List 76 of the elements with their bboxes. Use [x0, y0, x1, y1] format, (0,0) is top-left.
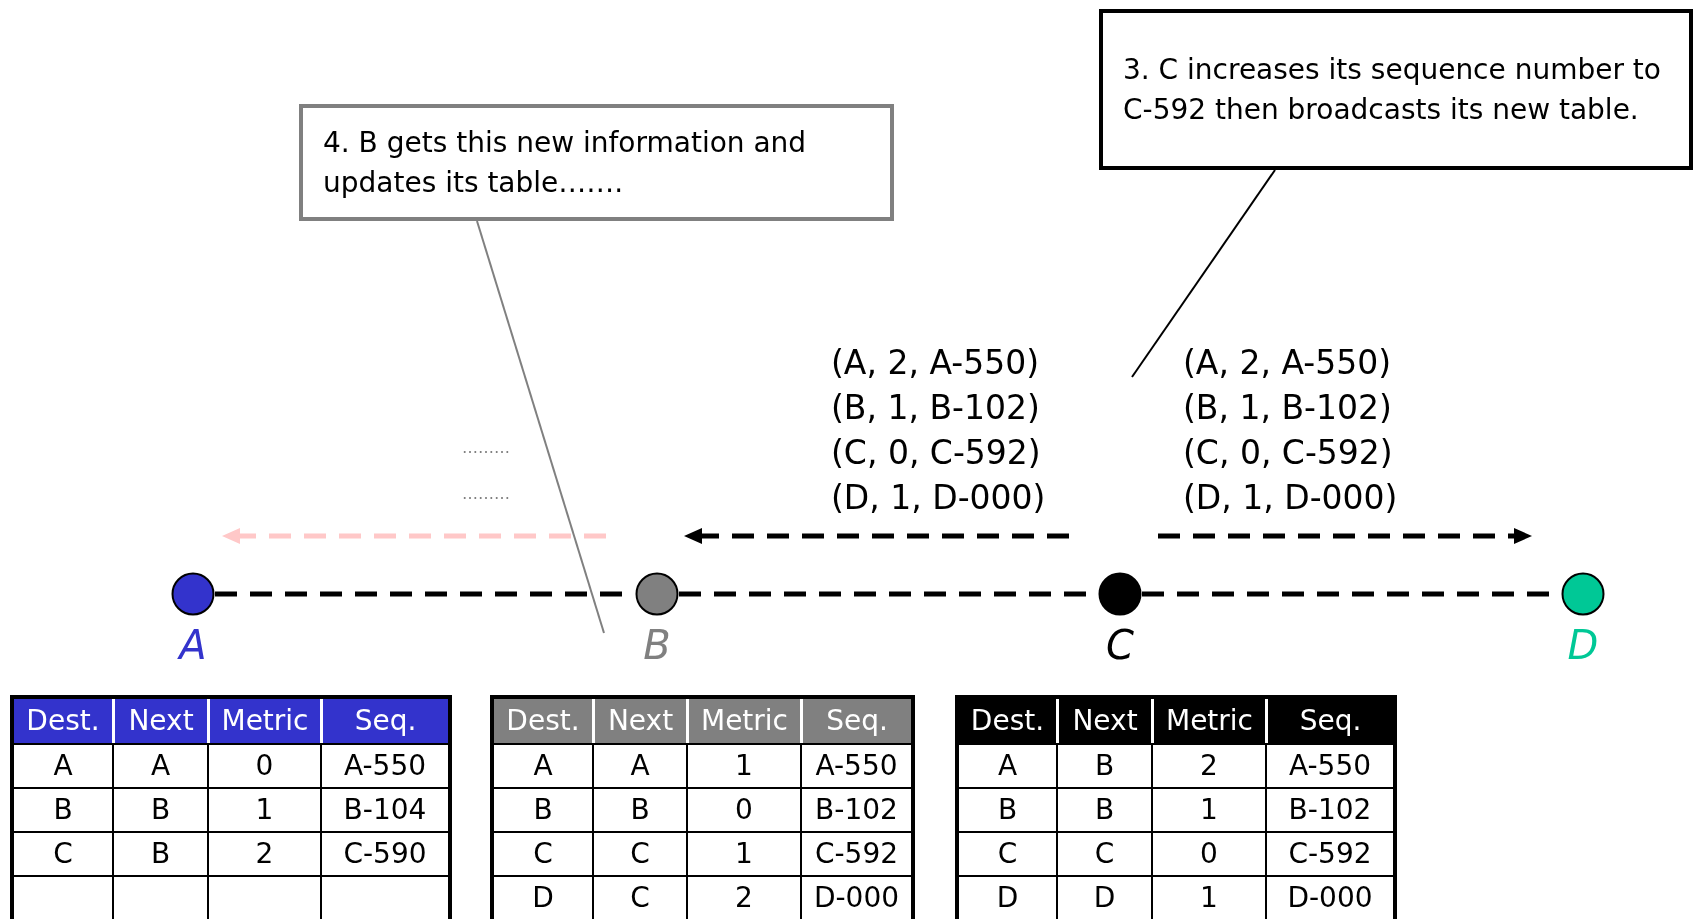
header-cell: Metric — [686, 699, 800, 743]
table-cell: A-550 — [800, 743, 911, 787]
table-cell: 2 — [207, 831, 320, 875]
table-cell: C — [592, 831, 686, 875]
route-entry: (D, 1, D-000) — [831, 477, 1046, 519]
table-cell: C-590 — [320, 831, 448, 875]
table-cell: A — [14, 743, 112, 787]
table-cell: 0 — [207, 743, 320, 787]
ellipsis: ……… — [462, 438, 510, 458]
callout-box — [299, 104, 894, 221]
header-cell-text: Dest. — [505, 703, 581, 739]
table-cell: 1 — [1151, 875, 1265, 919]
route-entry: (C, 0, C-592) — [1183, 432, 1394, 474]
table-cell: A — [112, 743, 207, 787]
table-cell: B — [14, 787, 112, 831]
node-label: D — [1567, 622, 1599, 668]
table-cell: 2 — [1151, 743, 1265, 787]
header-cell: Seq. — [800, 699, 911, 743]
table-cell: B — [494, 787, 592, 831]
table-cell: A — [592, 743, 686, 787]
table-cell: B — [1056, 787, 1151, 831]
table-cell: C-592 — [1265, 831, 1393, 875]
table-cell: 0 — [686, 787, 800, 831]
header-cell: Seq. — [320, 699, 448, 743]
node-label: C — [1106, 622, 1134, 668]
header-cell: Seq. — [1265, 699, 1393, 743]
header-cell: Metric — [1151, 699, 1265, 743]
route-entry: (B, 1, B-102) — [1183, 387, 1393, 429]
node-label: A — [179, 622, 207, 668]
table-cell: B — [112, 831, 207, 875]
header-cell: Next — [112, 699, 207, 743]
table-cell: B-104 — [320, 787, 448, 831]
table-cell: B-102 — [800, 787, 911, 831]
header-cell-text: Dest. — [969, 703, 1046, 739]
route-entry: (A, 2, A-550) — [1183, 342, 1393, 384]
route-entry: (A, 2, A-550) — [831, 342, 1041, 384]
table-cell: 1 — [686, 831, 800, 875]
table-cell: 2 — [686, 875, 800, 919]
table-cell: B-102 — [1265, 787, 1393, 831]
table-cell: B — [1056, 743, 1151, 787]
header-cell: Next — [592, 699, 686, 743]
table-cell: 1 — [686, 743, 800, 787]
header-cell: Next — [1056, 699, 1151, 743]
table-cell: B — [112, 787, 207, 831]
table-cell: D — [1056, 875, 1151, 919]
table-cell: C — [592, 875, 686, 919]
callout-text: 4. B gets this new information and updates its table……. — [323, 124, 808, 201]
table-cell: A — [959, 743, 1056, 787]
leader-line — [476, 220, 605, 634]
header-cell: Metric — [207, 699, 320, 743]
table-cell: D — [494, 875, 592, 919]
table-cell: C — [14, 831, 112, 875]
node-label: B — [643, 622, 671, 668]
table-cell: C — [959, 831, 1056, 875]
table-cell: A-550 — [1265, 743, 1393, 787]
table-cell: C — [494, 831, 592, 875]
table-cell: A — [494, 743, 592, 787]
header-cell-text: Dest. — [25, 703, 101, 739]
table-cell: B — [592, 787, 686, 831]
table-cell: B — [959, 787, 1056, 831]
leader-line — [1131, 169, 1276, 378]
callout-text: 3. C increases its sequence number to C-592 then broadcasts its new table. — [1123, 51, 1662, 128]
table-cell: 0 — [1151, 831, 1265, 875]
table-cell: D — [959, 875, 1056, 919]
callout-box — [1099, 9, 1693, 170]
ellipsis: ……… — [462, 484, 510, 504]
table-cell: D-000 — [1265, 875, 1393, 919]
table-cell: 1 — [207, 787, 320, 831]
route-entry: (D, 1, D-000) — [1183, 477, 1398, 519]
table-cell: A-550 — [320, 743, 448, 787]
table-cell: 1 — [1151, 787, 1265, 831]
route-entry: (B, 1, B-102) — [831, 387, 1041, 429]
table-cell: C — [1056, 831, 1151, 875]
table-cell: C-592 — [800, 831, 911, 875]
table-cell: D-000 — [800, 875, 911, 919]
route-entry: (C, 0, C-592) — [831, 432, 1042, 474]
